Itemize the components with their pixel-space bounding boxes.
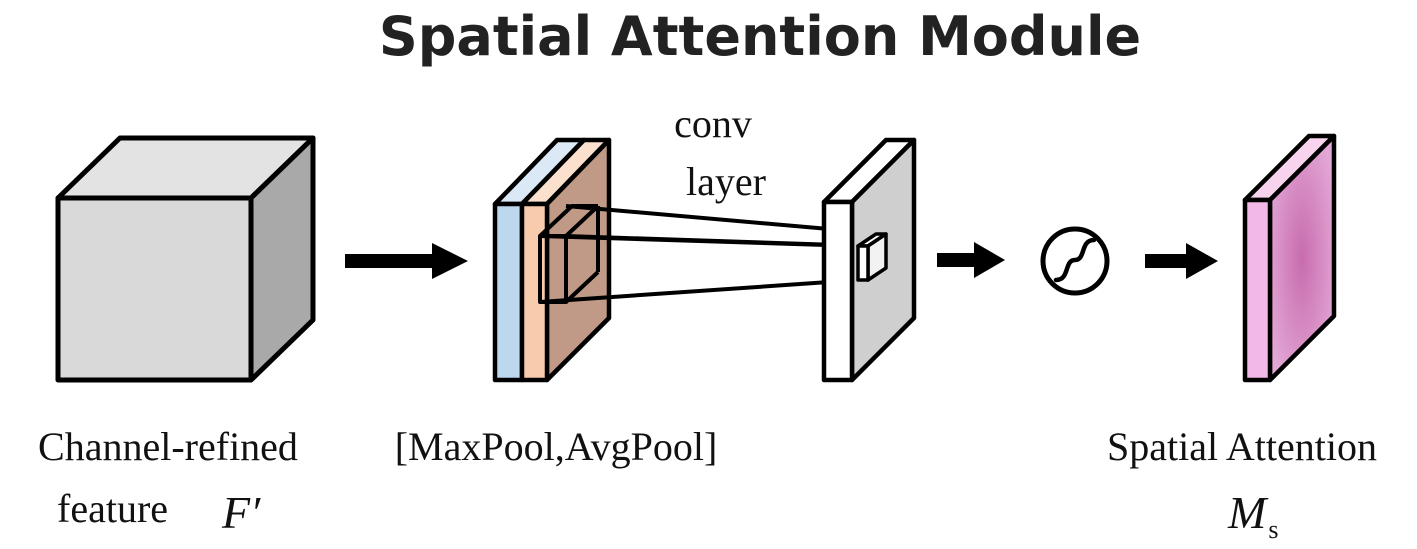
conv-output-cell: [856, 232, 888, 282]
maxpool-map: [492, 201, 525, 383]
output-symbol-subscript: s: [1268, 515, 1278, 544]
diagram-title: Spatial Attention Module: [379, 5, 1141, 68]
output-symbol-main: M: [1227, 487, 1269, 538]
output-label-line1: Spatial Attention: [1107, 424, 1377, 469]
output-symbol: Ms: [1227, 487, 1278, 544]
conv-projection-lines: [539, 204, 887, 304]
input-feature-cube: [55, 135, 316, 383]
cube-front-face: [55, 195, 254, 383]
input-label-line2: feature: [57, 486, 168, 531]
spatial-attention-map: [1242, 133, 1337, 383]
arrow-right-icon: [1145, 243, 1218, 279]
conv-output-front: [821, 199, 855, 383]
input-symbol: F′: [221, 487, 261, 538]
attention-map-front: [1242, 197, 1273, 383]
conv-label-line2: layer: [686, 159, 766, 204]
arrow-right-icon: [937, 242, 1005, 278]
conv-label-line1: conv: [674, 101, 752, 146]
arrow-right-icon: [345, 243, 468, 279]
pool-label: [MaxPool,AvgPool]: [395, 424, 718, 469]
sigmoid-icon: [1040, 226, 1110, 296]
input-label-line1: Channel-refined: [38, 424, 298, 469]
pooled-feature-maps: [492, 137, 612, 383]
